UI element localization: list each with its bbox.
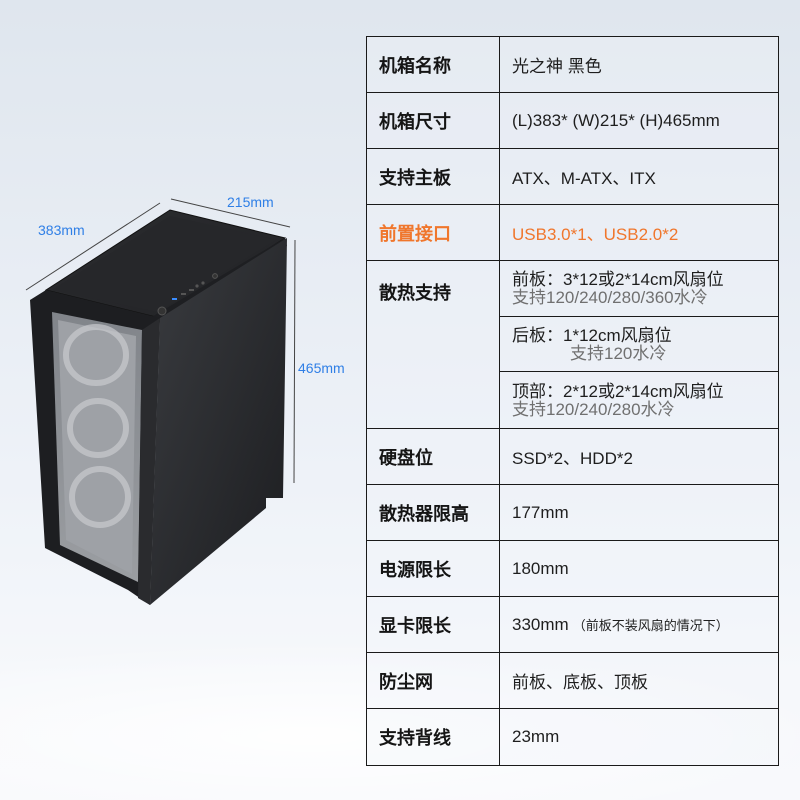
spec-key: 防尘网: [367, 653, 500, 708]
spec-value: 180mm: [512, 558, 569, 578]
spec-row-case-name: 机箱名称 光之神 黑色: [367, 37, 778, 93]
spec-value: SSD*2、HDD*2: [512, 449, 633, 468]
spec-key: 支持主板: [367, 149, 500, 204]
spec-row-drive-bays: 硬盘位 SSD*2、HDD*2: [367, 429, 778, 485]
spec-value: 330mm （前板不装风扇的情况下）: [500, 597, 778, 652]
spec-row-case-size: 机箱尺寸 (L)383* (W)215* (H)465mm: [367, 93, 778, 149]
spec-value: 光之神 黑色: [512, 57, 602, 76]
spec-value: USB3.0*1、USB2.0*2: [512, 225, 679, 244]
spec-value: ATX、M-ATX、ITX: [512, 169, 656, 188]
gpu-length-note: （前板不装风扇的情况下）: [572, 618, 729, 633]
cooling-fan-spec: 后板：1*12cm风扇位: [512, 325, 672, 345]
cooling-front: 前板：3*12或2*14cm风扇位 支持120/240/280/360水冷: [500, 261, 778, 317]
spec-key: 散热器限高: [367, 485, 500, 540]
spec-key: 散热支持: [367, 261, 500, 428]
spec-row-gpu-length: 显卡限长 330mm （前板不装风扇的情况下）: [367, 597, 778, 653]
spec-value: 23mm: [512, 727, 560, 746]
spec-key: 机箱名称: [367, 37, 500, 92]
spec-key: 前置接口: [367, 205, 500, 260]
spec-key: 电源限长: [367, 541, 500, 596]
spec-row-motherboard: 支持主板 ATX、M-ATX、ITX: [367, 149, 778, 205]
height-dimension-label: 465mm: [298, 360, 345, 376]
gpu-length-value: 330mm: [512, 614, 569, 634]
spec-row-dust-filter: 防尘网 前板、底板、顶板: [367, 653, 778, 709]
spec-row-cable-management: 支持背线 23mm: [367, 709, 778, 765]
spec-row-front-io: 前置接口 USB3.0*1、USB2.0*2: [367, 205, 778, 261]
pc-case-image: [25, 198, 296, 605]
cooling-radiator-spec: 支持120/240/280水冷: [512, 399, 675, 419]
fan-bottom-icon: [69, 466, 131, 528]
spec-key: 支持背线: [367, 709, 500, 765]
spec-row-psu-length: 电源限长 180mm: [367, 541, 778, 597]
spec-table: 机箱名称 光之神 黑色 机箱尺寸 (L)383* (W)215* (H)465m…: [366, 36, 779, 766]
spec-key: 硬盘位: [367, 429, 500, 484]
spec-row-cpu-cooler-height: 散热器限高 177mm: [367, 485, 778, 541]
cooling-fan-spec: 顶部：2*12或2*14cm风扇位: [512, 381, 724, 401]
width-dimension-label: 215mm: [227, 194, 274, 210]
spec-key: 显卡限长: [367, 597, 500, 652]
background-swoosh: [0, 640, 800, 800]
cooling-subrows: 前板：3*12或2*14cm风扇位 支持120/240/280/360水冷 后板…: [500, 261, 778, 428]
spec-value: 177mm: [512, 502, 569, 522]
length-dimension-label: 383mm: [38, 222, 85, 238]
power-button-icon: [157, 306, 167, 316]
fan-top-icon: [63, 324, 129, 386]
usb3-port-icon: [172, 298, 177, 300]
cooling-fan-spec: 前板：3*12或2*14cm风扇位: [512, 269, 724, 289]
spec-value: 前板、底板、顶板: [512, 673, 648, 692]
spec-value: (L)383* (W)215* (H)465mm: [512, 110, 720, 130]
spec-key: 机箱尺寸: [367, 93, 500, 148]
cooling-rear: 后板：1*12cm风扇位 支持120水冷: [500, 317, 778, 373]
fan-middle-icon: [67, 398, 129, 458]
cooling-radiator-spec: 支持120水冷: [570, 343, 667, 363]
cooling-radiator-spec: 支持120/240/280/360水冷: [512, 287, 708, 307]
spec-row-cooling: 散热支持 前板：3*12或2*14cm风扇位 支持120/240/280/360…: [367, 261, 778, 429]
cooling-top: 顶部：2*12或2*14cm风扇位 支持120/240/280水冷: [500, 372, 778, 428]
